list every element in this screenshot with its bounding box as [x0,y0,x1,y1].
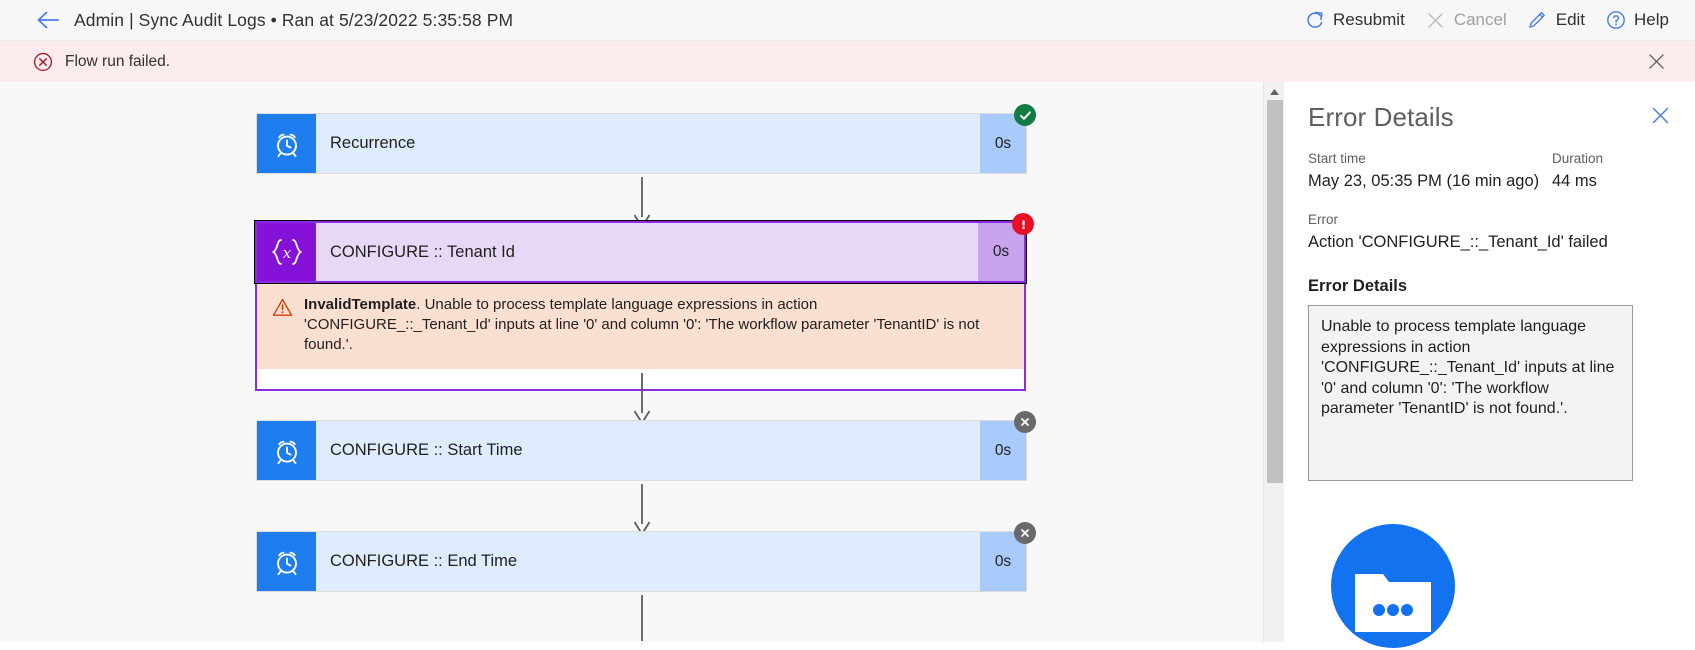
error-details-textarea[interactable]: Unable to process template language expr… [1308,305,1633,481]
node-card[interactable]: CONFIGURE :: End Time 0s [256,522,1036,592]
close-icon [1425,10,1446,31]
flow-failed-message-bar: Flow run failed. [0,41,1695,82]
page-title: Admin | Sync Audit Logs • Ran at 5/23/20… [74,9,514,30]
node-inline-error: InvalidTemplate. Unable to process templ… [255,283,1026,391]
alarm-clock-icon [257,114,316,173]
exclamation-icon [1021,219,1025,229]
top-command-bar: Admin | Sync Audit Logs • Ran at 5/23/20… [0,0,1695,41]
duration-group: Duration 44 ms [1552,151,1603,191]
cancel-button[interactable]: Cancel [1415,1,1517,39]
scrollbar-thumb[interactable] [1267,100,1283,483]
pane-title: Error Details [1308,102,1454,132]
node-inline-error-text: InvalidTemplate. Unable to process templ… [296,295,1010,355]
pencil-icon [1527,10,1548,31]
back-arrow-icon[interactable] [26,0,70,40]
pane-close-icon[interactable] [1647,102,1673,128]
help-label: Help [1634,10,1669,29]
flow-node-recurrence[interactable]: Recurrence 0s [256,104,1036,174]
status-badge-skipped [1014,411,1036,433]
command-group: Resubmit Cancel Edit [1294,1,1695,39]
node-label: CONFIGURE :: End Time [330,552,518,570]
svg-text:x: x [282,244,291,262]
refresh-icon [1304,10,1325,31]
flow-canvas[interactable]: Recurrence 0s x CONFIGURE :: Tenant Id [0,82,1284,642]
error-message: . Unable to process template language ex… [304,296,980,353]
flow-connector [641,595,643,641]
node-card[interactable]: CONFIGURE :: Start Time 0s [256,411,1036,481]
expression-braces-icon: x [257,223,316,281]
error-details-pane: Error Details Start time May 23, 05:35 P… [1285,82,1695,648]
error-circle-icon [33,52,53,72]
error-label: Error [1308,212,1338,227]
cancel-label: Cancel [1453,10,1507,29]
status-badge-skipped [1014,522,1036,544]
flow-node-configure-end-time[interactable]: CONFIGURE :: End Time 0s [256,522,1036,592]
start-time-duration-row: Start time May 23, 05:35 PM (16 min ago)… [1308,151,1673,191]
node-inline-error-body: InvalidTemplate. Unable to process templ… [257,283,1024,369]
node-label: CONFIGURE :: Tenant Id [330,242,515,261]
node-inline-error-footer [257,369,1024,389]
alarm-clock-icon [257,421,316,480]
flow-node-configure-start-time[interactable]: CONFIGURE :: Start Time 0s [256,411,1036,481]
x-icon [1021,418,1029,426]
check-icon [1019,110,1031,120]
error-group: Error Action 'CONFIGURE_::_Tenant_Id' fa… [1308,212,1673,252]
x-icon [1021,529,1029,537]
help-button[interactable]: Help [1595,1,1679,39]
edit-button[interactable]: Edit [1517,1,1595,39]
message-bar-text: Flow run failed. [65,52,171,70]
flow-connector [633,484,651,536]
error-code: InvalidTemplate [304,296,417,313]
node-duration: 0s [980,421,1026,480]
alarm-clock-icon [257,532,316,591]
node-label: CONFIGURE :: Start Time [330,441,523,459]
duration-value: 44 ms [1552,172,1597,190]
flow-connector [633,373,651,425]
node-card[interactable]: Recurrence 0s [256,104,1036,174]
scroll-up-arrow-icon[interactable] [1264,84,1285,99]
resubmit-label: Resubmit [1333,10,1405,29]
folder-ellipsis-icon [1331,524,1455,648]
status-badge-succeeded [1014,104,1036,126]
question-circle-icon [1605,10,1626,31]
start-time-group: Start time May 23, 05:35 PM (16 min ago) [1308,151,1552,191]
node-label: Recurrence [330,134,416,152]
error-value: Action 'CONFIGURE_::_Tenant_Id' failed [1308,233,1608,251]
node-card[interactable]: x CONFIGURE :: Tenant Id 0s [254,213,1034,284]
status-badge-failed [1012,213,1034,235]
message-bar-close-icon[interactable] [1643,49,1669,75]
flow-node-configure-tenant-id[interactable]: x CONFIGURE :: Tenant Id 0s [254,213,1034,391]
resubmit-button[interactable]: Resubmit [1294,1,1415,39]
error-details-label: Error Details [1308,277,1408,295]
duration-label: Duration [1552,151,1604,166]
pane-header: Error Details [1308,82,1673,133]
edit-label: Edit [1555,10,1586,29]
start-time-value: May 23, 05:35 PM (16 min ago) [1308,172,1540,190]
warning-triangle-icon [272,295,296,355]
start-time-label: Start time [1308,151,1366,166]
canvas-scrollbar[interactable] [1263,82,1284,642]
